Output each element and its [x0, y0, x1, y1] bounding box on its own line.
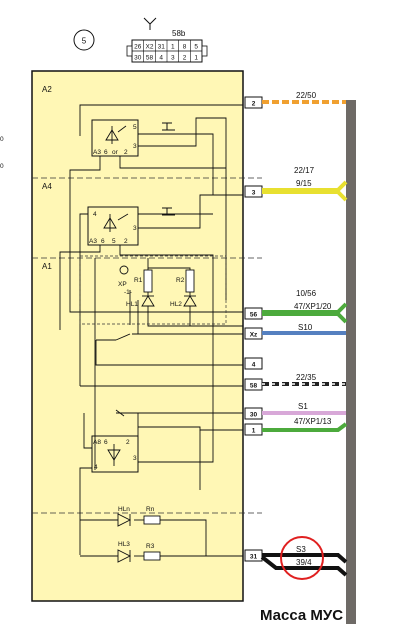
terminal-label: 1 — [252, 428, 256, 435]
module-pin: A8 — [93, 439, 101, 446]
circle-number: 5 — [82, 37, 87, 46]
terminal-boxes — [244, 96, 263, 562]
connector-pin: 1 — [171, 44, 175, 51]
module-pin: A3 — [93, 149, 101, 156]
connector-pin: 30 — [134, 55, 142, 62]
ground-bar — [346, 100, 356, 624]
highlight-circle — [280, 536, 324, 580]
section-label-a1: A1 — [42, 262, 52, 271]
connector-pin: 31 — [158, 44, 166, 51]
terminal-label: 4 — [252, 362, 256, 369]
module-pin: 4 — [93, 211, 97, 218]
section-label-a4: A4 — [42, 182, 52, 191]
external-wires — [260, 100, 348, 577]
connector-pin: 26 — [134, 44, 142, 51]
r3-label: R3 — [146, 543, 155, 550]
connector-pin: 58 — [146, 55, 154, 62]
module-pin: 3 — [133, 225, 137, 232]
module-pin: A3 — [89, 238, 97, 245]
section-label-a2: A2 — [42, 85, 52, 94]
connector-symbol-icon — [143, 17, 157, 30]
wire-label: 47/XP1/13 — [294, 417, 332, 426]
hl3-label: HL3 — [118, 541, 130, 548]
module-a4 — [87, 206, 175, 246]
terminal-label: 30 — [250, 412, 258, 419]
wire-label: 9/15 — [296, 179, 312, 188]
module-a2 — [91, 119, 175, 157]
ground-label: Масса МУС — [260, 607, 343, 624]
terminal-label: 2 — [252, 101, 256, 108]
hln-label: HLn — [118, 506, 130, 513]
wire-label: 39/4 — [296, 558, 312, 567]
module-pin: 6 — [104, 149, 108, 156]
r2-label: R2 — [176, 277, 185, 284]
connector-pin: 2 — [183, 55, 187, 62]
lamp-block — [79, 255, 227, 325]
terminal-label: 3 — [252, 190, 256, 197]
module-pin: 2 — [126, 439, 130, 446]
module-pin: 2 — [124, 149, 128, 156]
connector-label: 58b — [172, 29, 186, 38]
wire-label: S3 — [296, 545, 306, 554]
hl2-label: HL2 — [170, 301, 182, 308]
left-edge-mark: 0 — [0, 136, 4, 143]
r1-label: R1 — [134, 277, 143, 284]
lamp-icon — [119, 265, 129, 275]
module-pin: or — [112, 149, 119, 156]
connector-block — [126, 39, 208, 63]
module-pin: 5 — [112, 238, 116, 245]
hl1-label: HL1 — [126, 301, 138, 308]
module-pin: 5 — [133, 124, 137, 131]
connector-pin: Х2 — [146, 44, 154, 51]
wire-label: 47/XP1/20 — [294, 302, 332, 311]
terminal-label: 56 — [250, 312, 258, 319]
module-pin: 3 — [133, 143, 137, 150]
connector-pin: 4 — [159, 55, 163, 62]
module-pin: 6 — [101, 238, 105, 245]
left-edge-mark: 0 — [0, 163, 4, 170]
header-circle: 5 — [73, 29, 95, 51]
wire-label: 10/56 — [296, 289, 317, 298]
wire-label: 22/35 — [296, 373, 317, 382]
terminal-label: 58 — [250, 383, 258, 390]
wire-label: S10 — [298, 323, 313, 332]
wire-label: 22/50 — [296, 91, 317, 100]
connector-pin: 3 — [171, 55, 175, 62]
xp-label: XP — [118, 281, 127, 288]
module-lower — [91, 409, 139, 473]
module-pin: 3 — [133, 455, 137, 462]
module-pin: 4 — [94, 464, 98, 471]
connector-pin: 1 — [194, 55, 198, 62]
wire-label: 22/17 — [294, 166, 315, 175]
module-pin: 6 — [104, 439, 108, 446]
internal-wiring — [59, 104, 243, 557]
one-label: -1- — [124, 289, 132, 296]
module-pin: 2 — [124, 238, 128, 245]
wire-label: S1 — [298, 402, 308, 411]
bottom-lamps — [117, 513, 161, 563]
terminal-label: 31 — [250, 554, 258, 561]
connector-pin: 5 — [194, 44, 198, 51]
connector-pin: 8 — [183, 44, 187, 51]
terminal-label: Xz — [250, 332, 258, 339]
rn-label: Rn — [146, 506, 155, 513]
